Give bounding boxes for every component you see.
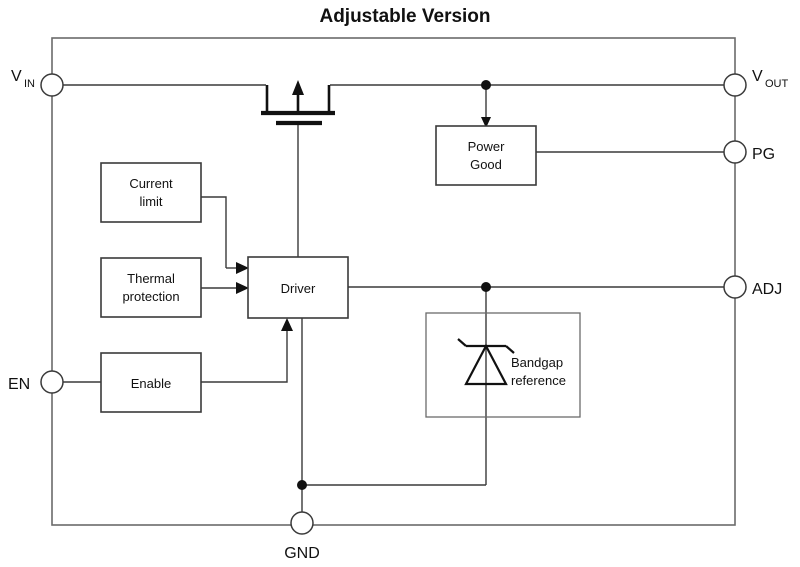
block-current-limit-box[interactable] <box>100 162 202 223</box>
pin-label-pg: PG <box>752 146 775 163</box>
block-power-good-label-line2: Good <box>470 157 502 172</box>
pin-adj[interactable] <box>723 275 747 299</box>
pin-label-vin-subscript: IN <box>24 78 35 90</box>
block-bandgap-reference-label-line2: reference <box>511 373 566 388</box>
pin-pg[interactable] <box>723 140 747 164</box>
block-driver[interactable]: Driver <box>247 256 349 319</box>
junction-dot-gnd <box>297 480 307 490</box>
block-enable[interactable]: Enable <box>100 352 202 413</box>
block-power-good[interactable]: Power Good <box>435 125 537 186</box>
block-current-limit[interactable]: Current limit <box>100 162 202 223</box>
block-current-limit-label-line1: Current <box>129 176 173 191</box>
pin-label-adj-main: ADJ <box>752 281 782 298</box>
block-enable-label-line1: Enable <box>131 376 171 391</box>
junction-dot-adj <box>481 282 491 292</box>
wire-currentlimit-to-driver <box>201 196 227 268</box>
block-enable-box[interactable] <box>100 352 202 413</box>
pin-label-vin: V IN <box>11 68 35 90</box>
pin-label-gnd-main: GND <box>284 545 320 562</box>
block-thermal-protection-label-line2: protection <box>122 289 179 304</box>
block-thermal-protection[interactable]: Thermal protection <box>100 257 202 318</box>
pin-label-vout: V OUT <box>752 68 789 90</box>
pin-label-en-main: EN <box>8 376 30 393</box>
arrowhead-powergood-in <box>481 117 491 128</box>
block-bandgap-reference-box[interactable] <box>425 312 581 418</box>
wire-enable-to-driver <box>201 328 288 383</box>
pin-vin[interactable] <box>40 73 64 97</box>
p-channel-pass-transistor-icon <box>261 80 335 126</box>
pin-label-gnd: GND <box>284 545 320 562</box>
junction-dot-vout <box>481 80 491 90</box>
pin-label-en: EN <box>8 376 30 393</box>
page-title: Adjustable Version <box>319 6 490 27</box>
block-bandgap-reference[interactable]: Bandgap reference <box>425 312 581 418</box>
arrowhead-enable-in <box>281 318 293 331</box>
pin-label-vout-main: V <box>752 68 763 85</box>
block-driver-box[interactable] <box>247 256 349 319</box>
block-thermal-protection-label-line1: Thermal <box>127 271 175 286</box>
arrowhead-thermal-in <box>236 282 249 294</box>
zener-diode-icon <box>457 338 515 386</box>
pin-label-adj: ADJ <box>752 281 782 298</box>
block-power-good-box[interactable] <box>435 125 537 186</box>
pin-vout[interactable] <box>723 73 747 97</box>
pin-label-vout-subscript: OUT <box>765 78 789 90</box>
block-bandgap-reference-label-line1: Bandgap <box>511 355 563 370</box>
block-power-good-label-line1: Power <box>468 139 506 154</box>
pin-label-vin-main: V <box>11 68 22 85</box>
block-driver-label-line1: Driver <box>281 281 316 296</box>
pin-label-pg-main: PG <box>752 146 775 163</box>
block-thermal-protection-box[interactable] <box>100 257 202 318</box>
arrowhead-currentlimit-in <box>236 262 249 274</box>
pin-gnd[interactable] <box>290 511 314 535</box>
pin-en[interactable] <box>40 370 64 394</box>
block-current-limit-label-line2: limit <box>139 194 162 209</box>
